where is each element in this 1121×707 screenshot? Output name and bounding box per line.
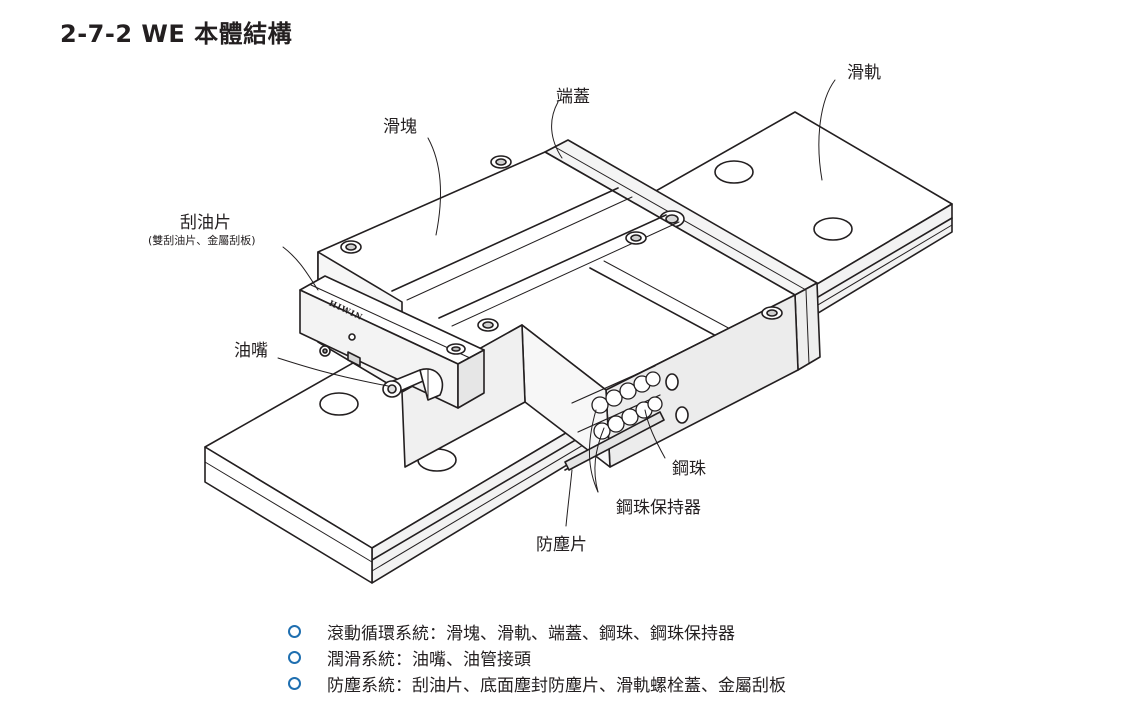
bullet-circle-icon bbox=[288, 624, 301, 638]
list-item: 防塵系統：刮油片、底面塵封防塵片、滑軌螺栓蓋、金屬刮板 bbox=[288, 670, 786, 696]
end-cap-back bbox=[544, 139, 821, 371]
list-item-text: 潤滑系統：油嘴、油管接頭 bbox=[327, 649, 531, 670]
label-seal-note: (雙刮油片、金屬刮板) bbox=[148, 234, 256, 247]
label-end-cap: 端蓋 bbox=[556, 87, 590, 107]
list-item: 潤滑系統：油嘴、油管接頭 bbox=[288, 644, 786, 670]
grease-nipple bbox=[382, 368, 444, 401]
section-title: 2-7-2 WE 本體結構 bbox=[60, 20, 293, 48]
label-seal: 刮油片 bbox=[180, 213, 231, 233]
system-list: 滾動循環系統：滑塊、滑軌、端蓋、鋼珠、鋼珠保持器 潤滑系統：油嘴、油管接頭 防塵… bbox=[288, 618, 786, 696]
bullet-circle-icon bbox=[288, 650, 301, 664]
label-rail: 滑軌 bbox=[847, 63, 881, 83]
label-retainer: 鋼珠保持器 bbox=[616, 498, 701, 518]
list-item-text: 滾動循環系統：滑塊、滑軌、端蓋、鋼珠、鋼珠保持器 bbox=[327, 623, 735, 644]
label-ball: 鋼珠 bbox=[672, 459, 706, 479]
label-block: 滑塊 bbox=[383, 117, 417, 137]
label-bottom-seal: 防塵片 bbox=[536, 535, 587, 555]
bullet-circle-icon bbox=[288, 676, 301, 690]
label-grease-nipple: 油嘴 bbox=[234, 341, 268, 361]
list-item: 滾動循環系統：滑塊、滑軌、端蓋、鋼珠、鋼珠保持器 bbox=[288, 618, 786, 644]
list-item-text: 防塵系統：刮油片、底面塵封防塵片、滑軌螺栓蓋、金屬刮板 bbox=[327, 675, 786, 696]
steel-balls bbox=[591, 371, 663, 440]
leader-lines bbox=[277, 79, 836, 527]
